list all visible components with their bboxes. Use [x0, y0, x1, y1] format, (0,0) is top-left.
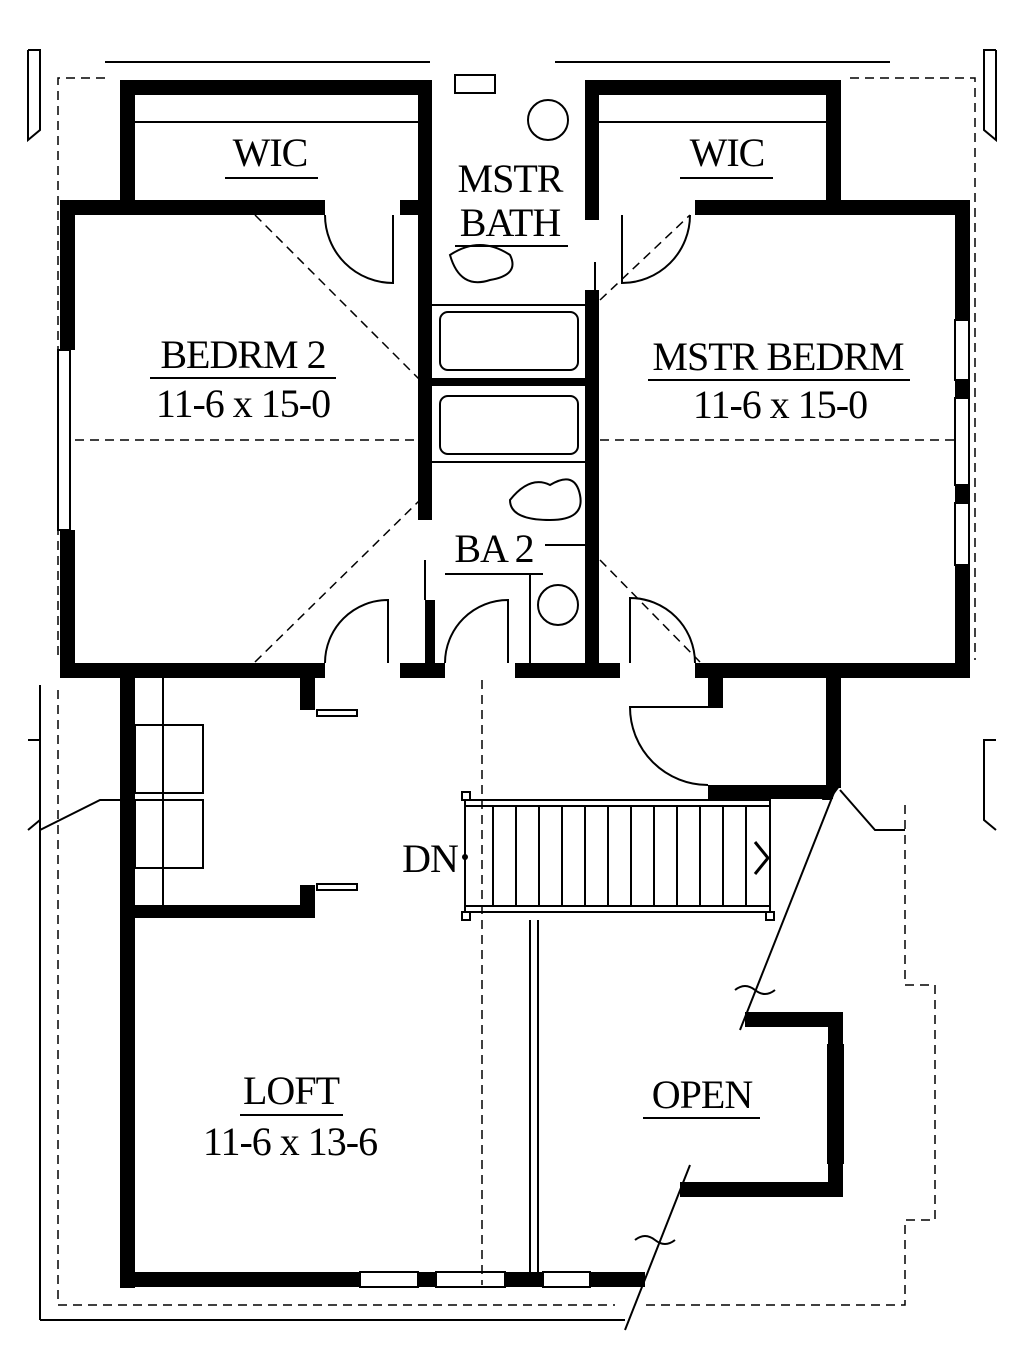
open-label: OPEN — [652, 1072, 753, 1117]
mstr-bedrm-size: 11-6 x 15-0 — [693, 382, 867, 427]
stairs[interactable]: DN — [402, 791, 775, 1272]
wic-right-label: WIC — [690, 130, 765, 175]
open-edge — [624, 789, 836, 1331]
windows — [57, 74, 970, 1288]
bathtub-ba2 — [439, 395, 579, 455]
mstr-bath-label-1: MSTR — [458, 156, 564, 201]
stair-start-dot — [462, 854, 468, 860]
eave-trim — [27, 49, 997, 1321]
bathtub-master — [439, 311, 579, 371]
loft-name: LOFT — [243, 1068, 340, 1113]
mstr-bath-label-2: BATH — [460, 200, 561, 245]
wic-left-label: WIC — [233, 130, 308, 175]
bedrm2-name: BEDRM 2 — [160, 332, 325, 377]
mstr-bedrm-name: MSTR BEDRM — [652, 334, 904, 379]
sink-master — [527, 99, 569, 141]
ba2-label: BA 2 — [454, 526, 533, 571]
doors — [316, 214, 709, 891]
sink-ba2 — [537, 584, 579, 626]
walls — [60, 80, 970, 1288]
room-labels: WIC WIC MSTR BATH BEDRM 2 11-6 x 15-0 MS… — [150, 130, 910, 1164]
stairs-dn-label: DN — [402, 836, 458, 881]
fixtures — [134, 99, 826, 905]
toilet-ba2 — [508, 478, 582, 522]
toilet-master — [448, 244, 514, 284]
bedrm2-size: 11-6 x 15-0 — [156, 381, 330, 426]
loft-size: 11-6 x 13-6 — [203, 1119, 377, 1164]
stair-direction-arrow-icon — [753, 841, 770, 875]
